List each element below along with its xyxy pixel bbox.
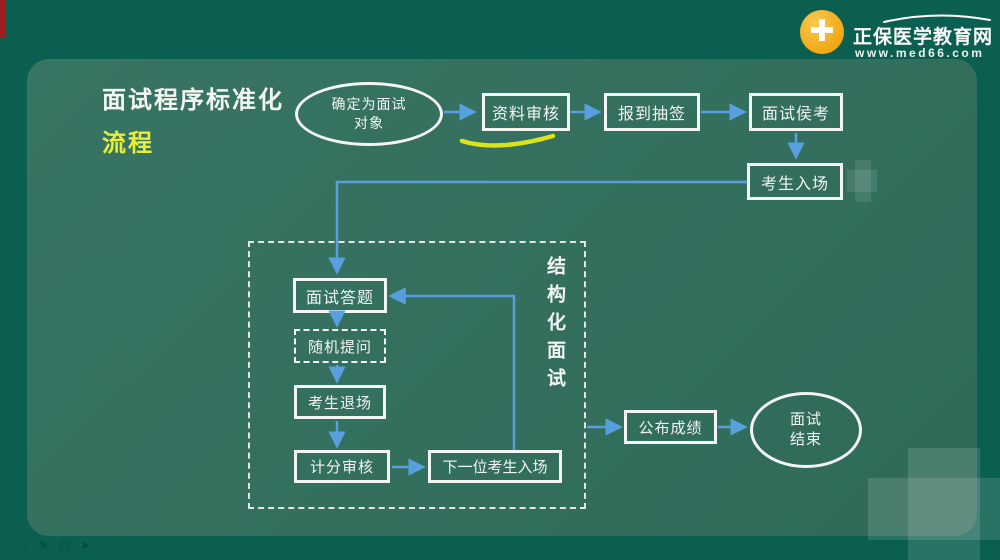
- brand-url: www.med66.com: [855, 46, 985, 60]
- flow-start-label-line2: 对象: [354, 115, 384, 131]
- flow-box-label: 随机提问: [307, 338, 372, 356]
- flow-end-ellipse: 面试 结束: [750, 392, 862, 468]
- flow-box-label: 考生退场: [307, 394, 372, 412]
- left-edge-red-strip: [0, 0, 6, 38]
- flow-box-interview-answer: 面试答题: [293, 278, 387, 313]
- flow-box-random-question: 随机提问: [294, 329, 386, 363]
- flow-end-label-line1: 面试: [789, 410, 822, 428]
- flow-box-label: 面试侯考: [761, 106, 830, 123]
- flow-box-publish-results: 公布成绩: [624, 410, 717, 444]
- flow-box-candidate-exit: 考生退场: [294, 385, 386, 419]
- page-title-line2: 流程: [102, 130, 154, 157]
- dash-icon[interactable]: –: [22, 540, 29, 552]
- page-title-line1: 面试程序标准化: [102, 87, 284, 114]
- flow-start-ellipse: 确定为面试 对象: [295, 82, 443, 146]
- annotation-toolbar: – ✎ ▢ ➤: [22, 541, 90, 552]
- flow-box-next-candidate: 下一位考生入场: [428, 450, 562, 483]
- logo-cross-icon: ✚: [800, 10, 844, 54]
- pen-icon[interactable]: ✎: [39, 540, 49, 552]
- flow-box-label: 考生入场: [760, 175, 829, 193]
- flow-box-label: 报到抽签: [617, 106, 686, 123]
- flow-start-label-line1: 确定为面试: [331, 96, 407, 113]
- cursor-icon[interactable]: ➤: [80, 540, 90, 552]
- flow-box-label: 公布成绩: [638, 419, 703, 437]
- flow-box-material-review: 资料审核: [482, 93, 570, 131]
- watermark-plus-large: [868, 478, 1000, 540]
- logo-arc: [883, 14, 991, 23]
- square-icon[interactable]: ▢: [59, 540, 70, 552]
- flow-end-label-line2: 结束: [789, 431, 822, 448]
- flow-box-label: 面试答题: [305, 289, 374, 307]
- brand-name: 正保医学教育网: [853, 27, 994, 48]
- watermark-plus-small: [847, 170, 877, 192]
- flow-box-interview-waiting: 面试侯考: [749, 93, 843, 131]
- logo-cross-glyph: ✚: [809, 15, 835, 48]
- watermark-plus-small: [855, 160, 871, 202]
- structured-interview-vertical-label: 结构化面试: [544, 256, 565, 396]
- brand-logo: ✚ 正保医学教育网 www.med66.com: [796, 6, 996, 60]
- flow-box-label: 资料审核: [491, 106, 560, 123]
- watermark-plus-large: [908, 448, 980, 560]
- flow-box-label: 计分审核: [309, 459, 374, 476]
- flow-box-candidate-entry: 考生入场: [747, 163, 843, 200]
- flow-box-label: 下一位考生入场: [442, 459, 548, 476]
- flow-box-scoring-review: 计分审核: [294, 450, 390, 483]
- flow-box-checkin-lottery: 报到抽签: [604, 93, 700, 131]
